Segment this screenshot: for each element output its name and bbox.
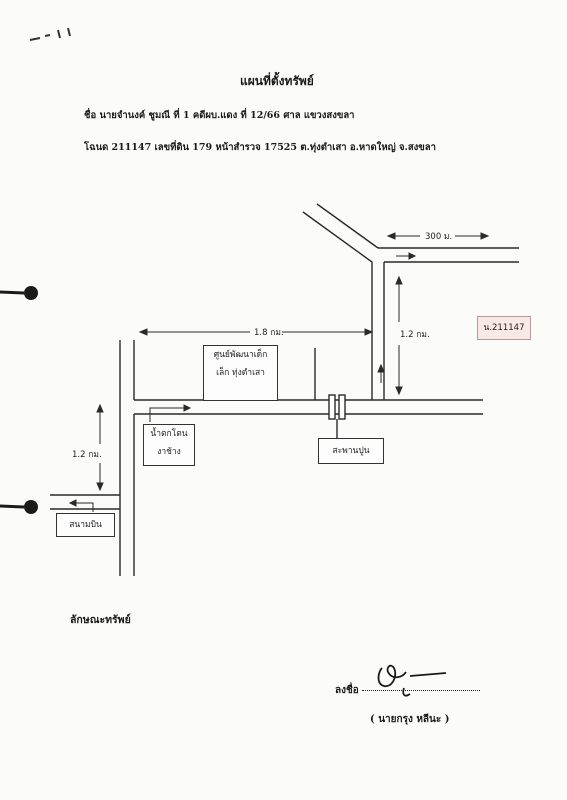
document-title: แผนที่ตั้งทรัพย์ xyxy=(240,74,314,88)
distance-1-8km: 1.8 กม. xyxy=(254,328,284,338)
signature-label: ลงชื่อ xyxy=(335,685,359,696)
case-info-line: ชื่อ นายจำนงค์ ชูมณี ที่ 1 คดีผบ.แดง ที่… xyxy=(84,110,355,121)
deed-marker: น.211147 xyxy=(477,316,531,340)
waterfall-line1: น้ำตกโตน xyxy=(150,429,188,439)
signature-line xyxy=(362,690,480,691)
bridge-icon xyxy=(328,394,336,420)
punch-hole-top xyxy=(24,286,38,300)
distance-right-1-2km: 1.2 กม. xyxy=(400,330,430,340)
diagonal-road xyxy=(302,211,373,400)
punch-hole-bottom xyxy=(24,500,38,514)
distance-300m: 300 ม. xyxy=(425,232,452,242)
land-deed-line: โฉนด 211147 เลขที่ดิน 179 หน้าสำรวจ 1752… xyxy=(84,142,436,153)
child-center-line1: ศูนย์พัฒนาเด็ก xyxy=(213,350,268,360)
stadium-label: สนามบิน xyxy=(56,513,115,537)
waterfall-label: น้ำตกโตน งาช้าง xyxy=(143,424,195,466)
property-section-title: ลักษณะทรัพย์ xyxy=(70,614,131,626)
signer-name: ( นายกรุง หลีนะ ) xyxy=(370,714,450,725)
child-center-line2: เล็ก ทุ่งตำเสา xyxy=(216,368,265,378)
bridge-label: สะพานปูน xyxy=(318,438,384,464)
child-center-label: ศูนย์พัฒนาเด็ก เล็ก ทุ่งตำเสา xyxy=(203,345,278,401)
distance-left-1-2km: 1.2 กม. xyxy=(72,450,102,460)
waterfall-line2: งาช้าง xyxy=(157,447,181,457)
